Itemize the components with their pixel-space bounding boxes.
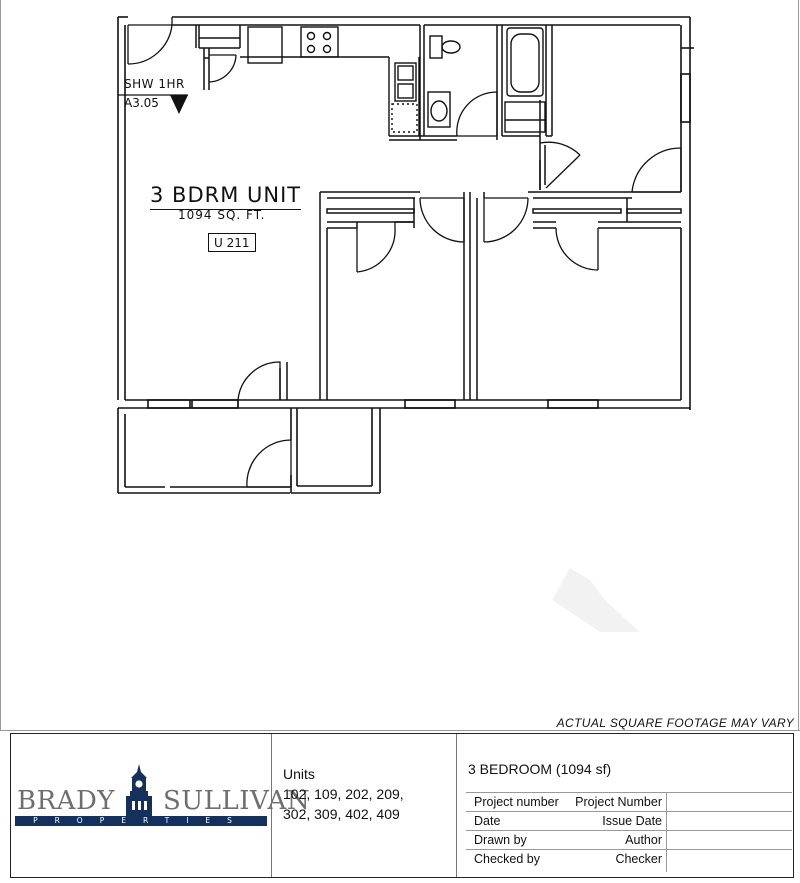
watermark [552, 568, 640, 632]
company-logo: BRADY SULLIVAN PROPERTIES [15, 764, 310, 834]
title-block-divider [271, 734, 272, 877]
field-label: Checked by [474, 852, 541, 866]
doors [127, 17, 682, 488]
field-value: Checker [615, 852, 662, 866]
field-row-project-number: Project number Project Number [466, 792, 666, 812]
field-value: Issue Date [602, 814, 662, 828]
clock-tower-icon [126, 764, 152, 816]
field-label: Date [474, 814, 501, 828]
unit-type-title: 3 BEDROOM (1094 sf) [468, 761, 612, 777]
wall-rating-label: SHW 1HR [124, 77, 185, 91]
field-row-checked-by: Checked by Checker [466, 849, 666, 869]
units-heading: Units [283, 766, 315, 782]
field-empty-cell [666, 849, 792, 869]
disclaimer-text: ACTUAL SQUARE FOOTAGE MAY VARY [556, 716, 794, 730]
field-empty-cell [666, 830, 792, 850]
section-ref-label: A3.05 [124, 96, 159, 110]
section-marker-icon [170, 95, 188, 114]
kitchen [240, 26, 420, 136]
plan-area: 1094 SQ. FT. [178, 208, 266, 222]
logo-bar [15, 816, 267, 826]
title-block: BRADY SULLIVAN PROPERTIES Units 102, 109… [10, 733, 794, 878]
field-column-divider [666, 792, 667, 872]
field-row-date: Date Issue Date [466, 811, 666, 831]
field-value: Project Number [575, 795, 662, 809]
bathroom-fixtures [427, 27, 546, 133]
interior-walls [195, 25, 682, 400]
plan-title: 3 BDRM UNIT [150, 183, 302, 210]
units-list-line-2: 302, 309, 402, 409 [283, 806, 400, 822]
logo-text-left: BRADY [17, 786, 115, 816]
field-row-drawn-by: Drawn by Author [466, 830, 666, 850]
title-block-divider [456, 734, 457, 877]
exterior-walls [117, 16, 694, 494]
field-label: Project number [474, 795, 559, 809]
field-empty-cell [666, 811, 792, 831]
field-value: Author [625, 833, 662, 847]
units-list-line-1: 102, 109, 202, 209, [283, 786, 404, 802]
logo-subtitle: PROPERTIES [33, 816, 249, 825]
field-empty-cell [666, 792, 792, 812]
logo-text-right: SULLIVAN [163, 786, 311, 816]
field-label: Drawn by [474, 833, 527, 847]
unit-tag: U 211 [208, 233, 256, 252]
